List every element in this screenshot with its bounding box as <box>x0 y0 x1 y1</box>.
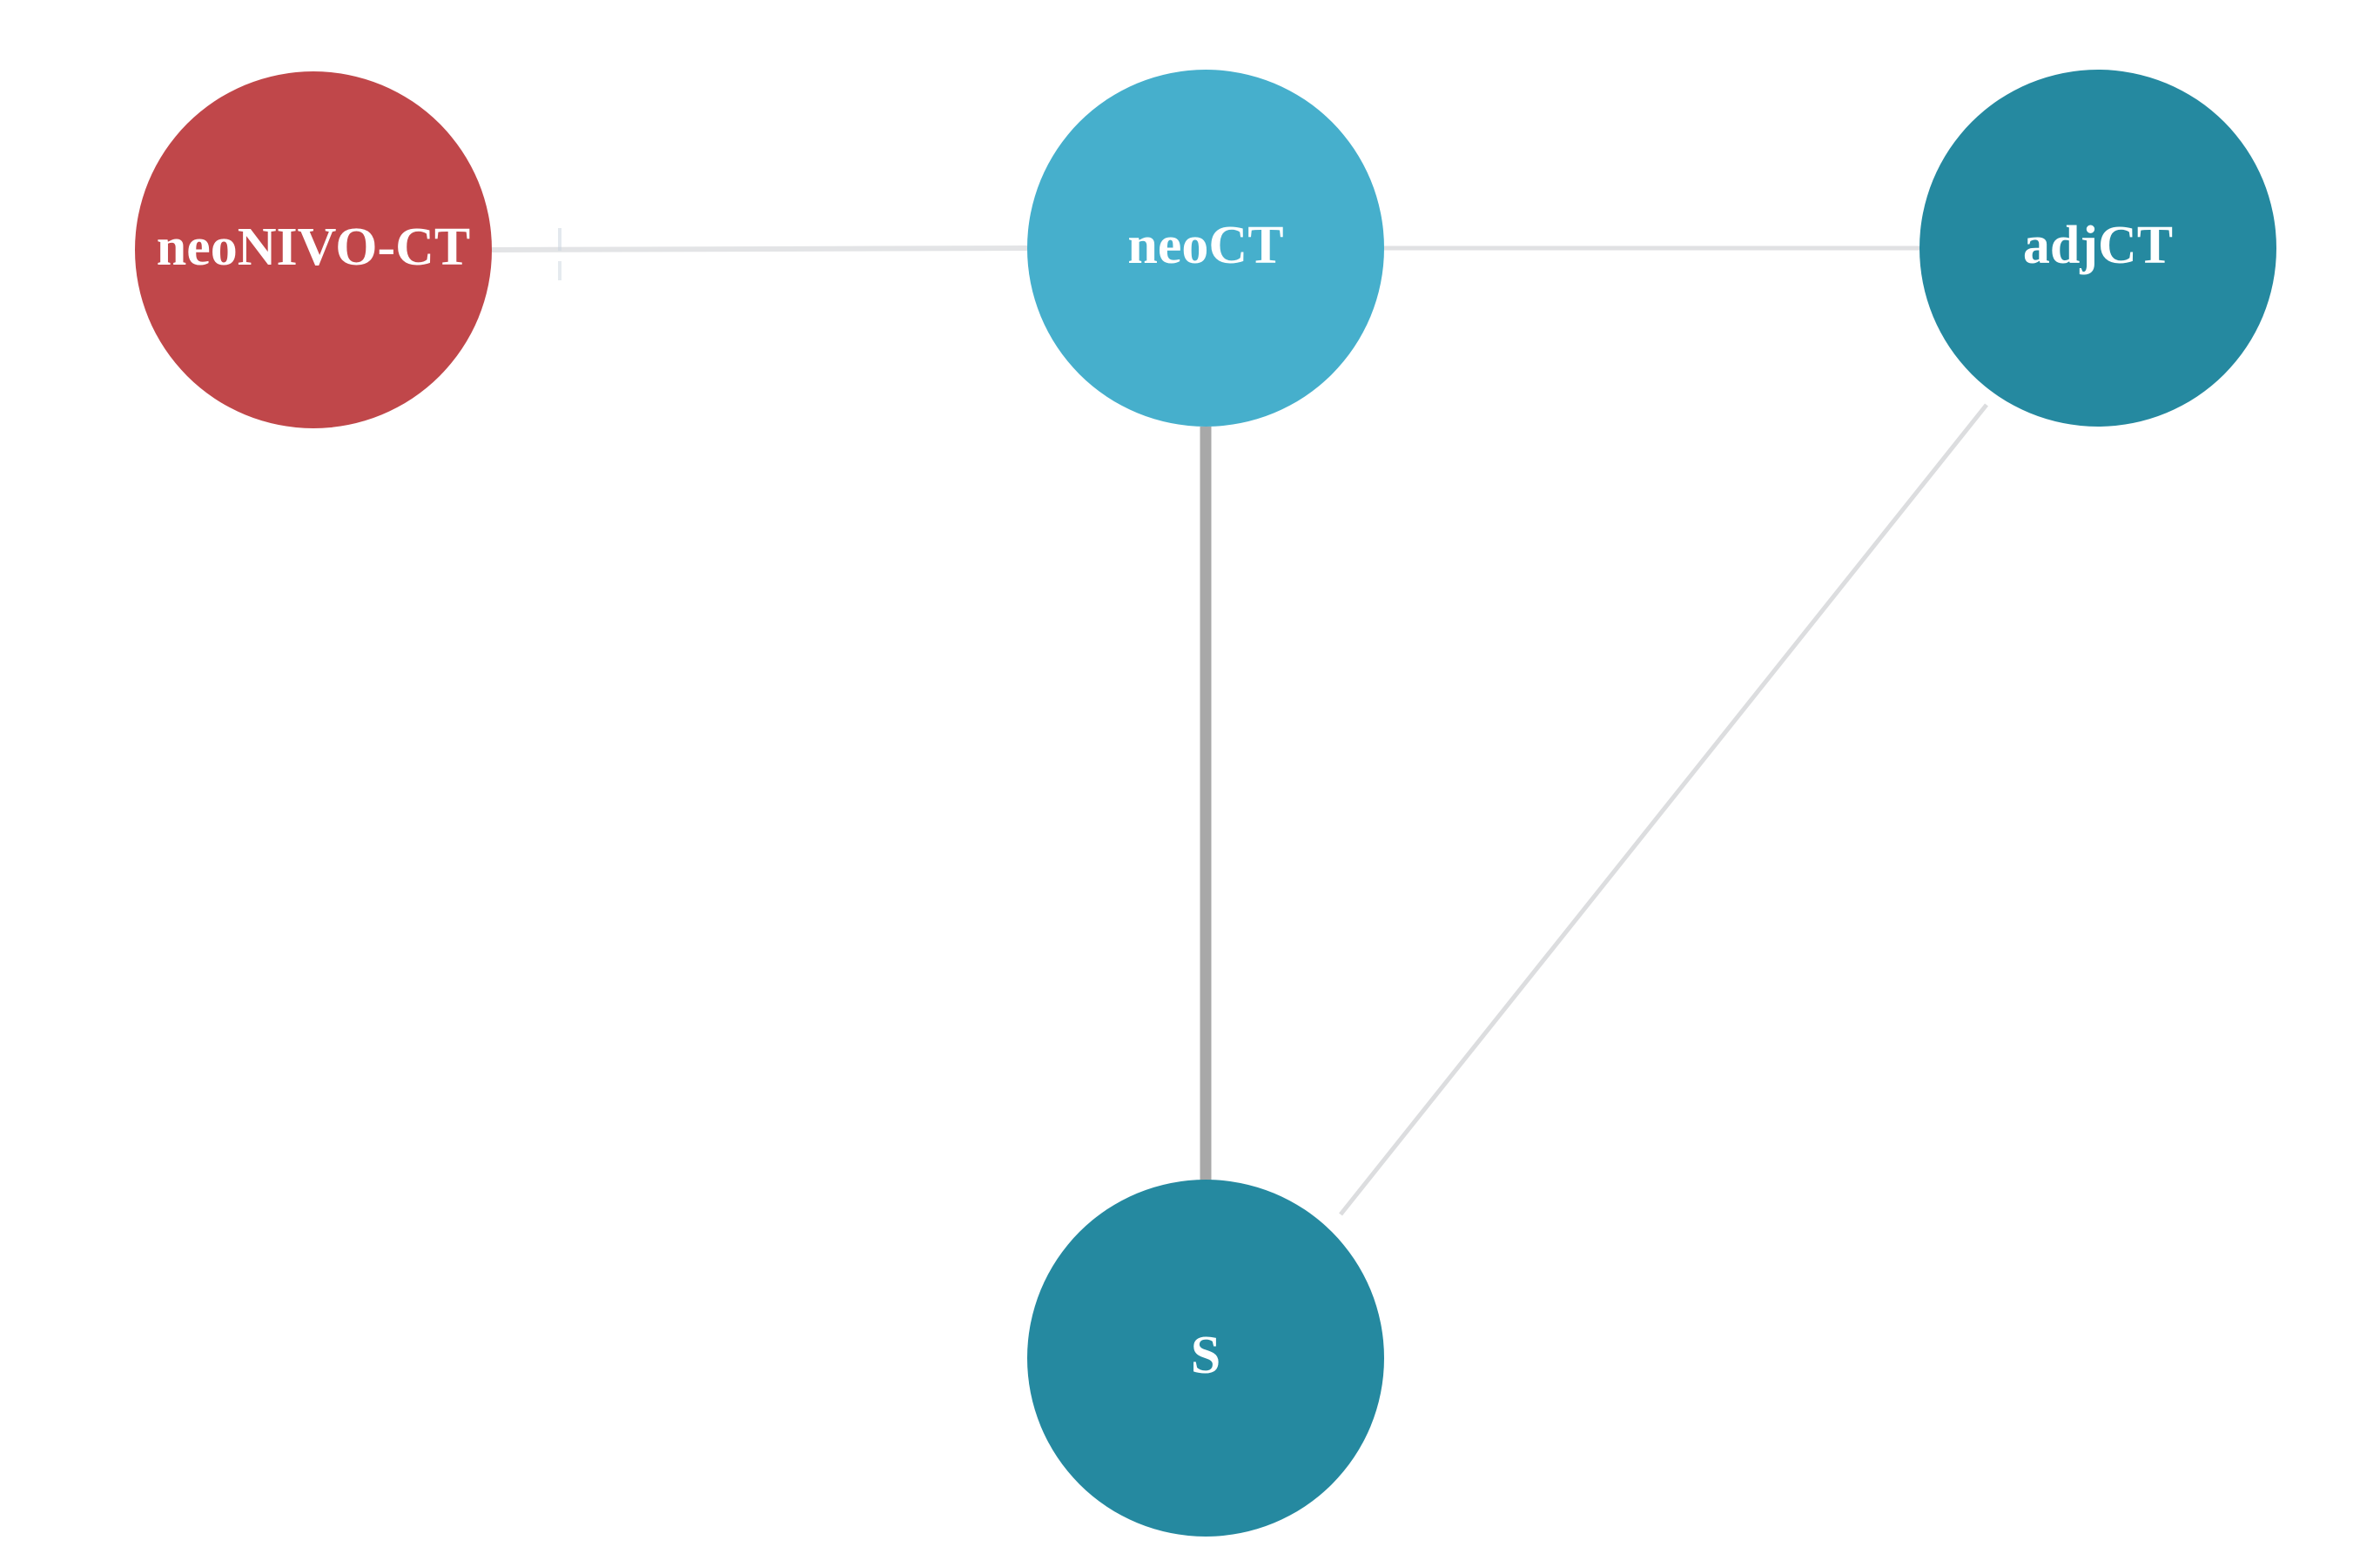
node-label-adjct: adjCT <box>2023 216 2173 275</box>
node-adjct[interactable]: adjCT <box>1919 70 2276 427</box>
edge-tick-mark-lower-icon <box>558 261 561 280</box>
node-neonivo-ct[interactable]: neoNIVO-CT <box>135 71 492 428</box>
node-s[interactable]: S <box>1027 1180 1384 1537</box>
node-circle-s[interactable] <box>1027 1180 1384 1537</box>
node-label-neoct: neoCT <box>1127 216 1283 275</box>
nodes-layer: neoNIVO-CT neoCT adjCT S <box>135 70 2276 1537</box>
edge-tick-mark-icon <box>558 228 561 251</box>
node-neoct[interactable]: neoCT <box>1027 70 1384 427</box>
node-circle-neonivo-ct[interactable] <box>135 71 492 428</box>
node-label-neonivo-ct: neoNIVO-CT <box>157 218 470 277</box>
edge-adjCT-s[interactable] <box>1339 403 1988 1216</box>
edge-neoNIVOCT-neoCT[interactable] <box>491 245 1028 252</box>
edges-layer <box>491 228 1988 1216</box>
node-label-s: S <box>1191 1326 1220 1385</box>
node-circle-neoct[interactable] <box>1027 70 1384 427</box>
node-circle-adjct[interactable] <box>1919 70 2276 427</box>
